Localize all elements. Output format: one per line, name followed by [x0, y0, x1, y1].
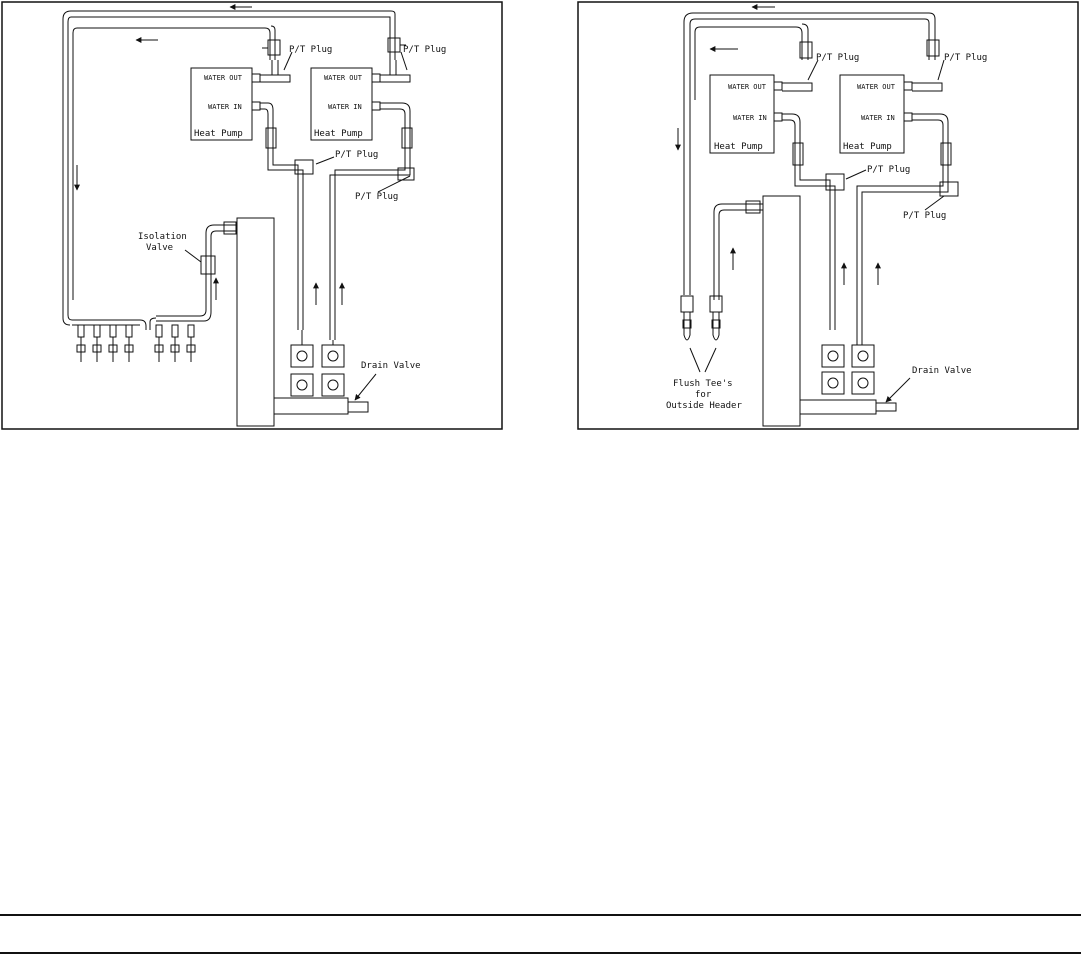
left-hp1-water-in-label: WATER IN — [208, 103, 242, 111]
left-valve-top-1 — [262, 39, 281, 56]
right-leader-flush-2 — [704, 347, 717, 373]
left-isolation-valve — [200, 255, 216, 275]
right-center-tee — [825, 173, 845, 191]
right-hp2-water-in-label: WATER IN — [861, 114, 895, 122]
left-center-tee — [294, 159, 314, 175]
left-isolation-fitting — [223, 221, 237, 235]
left-pt-plug-4-label: P/T Plug — [355, 192, 398, 202]
left-isolation-label-2: Valve — [146, 243, 173, 253]
left-manifold-drops — [76, 324, 196, 362]
left-hp2-out-tee — [380, 60, 411, 83]
right-right-tee — [939, 181, 959, 197]
right-return-pipe-inner — [689, 18, 930, 295]
right-bottom-header — [799, 399, 877, 415]
left-drain-pipe — [348, 401, 369, 413]
right-valve-top-2 — [926, 39, 940, 57]
left-leader-pt1 — [283, 51, 293, 71]
left-leader-isolation — [184, 249, 202, 263]
right-hp2-out-tee — [912, 82, 943, 92]
right-leader-pt4 — [924, 195, 945, 211]
right-hp2-water-out-label: WATER OUT — [857, 83, 896, 91]
left-pt-plug-2-label: P/T Plug — [403, 45, 446, 55]
left-hp-connectors — [251, 73, 381, 111]
right-diagram — [577, 1, 1079, 430]
right-pt-plug-3-label: P/T Plug — [867, 165, 910, 175]
left-valve-in-1 — [265, 127, 277, 149]
right-hp1-title: Heat Pump — [714, 142, 763, 152]
left-header-block — [236, 217, 275, 427]
right-flush-tees-label-1: Flush Tee's — [673, 379, 733, 389]
left-manifold — [72, 317, 157, 330]
right-hp1-in-pipe — [782, 113, 836, 330]
left-diagram — [1, 1, 503, 430]
right-header-block — [762, 195, 801, 427]
right-leader-drain — [885, 377, 911, 403]
right-valve-top-1 — [799, 41, 813, 59]
left-valve-top-2 — [387, 37, 406, 53]
left-leader-pt4 — [377, 175, 411, 193]
left-balancing-valves — [290, 330, 345, 397]
right-pt-plug-4-label: P/T Plug — [903, 211, 946, 221]
right-hp1-water-out-label: WATER OUT — [728, 83, 767, 91]
right-hp-connectors — [773, 81, 913, 122]
left-pipe-hp1-out-outer — [72, 27, 271, 300]
left-return-pipe-inner — [67, 16, 391, 321]
right-hp1-out-tee — [782, 82, 813, 92]
right-drain-pipe — [876, 402, 897, 412]
right-leader-flush-1 — [689, 347, 701, 373]
footer-rule-bottom — [0, 952, 1081, 954]
left-leader-drain — [354, 373, 377, 401]
right-diagram-frame — [577, 1, 1079, 430]
right-leader-pt2 — [937, 59, 945, 81]
left-valve-in-2 — [401, 127, 413, 149]
right-valve-in-2 — [940, 142, 952, 166]
right-pt-plug-2-label: P/T Plug — [944, 53, 987, 63]
left-diagram-frame — [1, 1, 503, 430]
right-flush-tees — [680, 295, 723, 341]
footer-rule-top — [0, 914, 1081, 916]
left-hp2-water-in-label: WATER IN — [328, 103, 362, 111]
right-drain-valve-label: Drain Valve — [912, 366, 972, 376]
left-bottom-header — [273, 397, 349, 415]
left-drain-valve-label: Drain Valve — [361, 361, 421, 371]
right-hp2-title: Heat Pump — [843, 142, 892, 152]
right-balancing-valves — [821, 344, 875, 395]
right-flush-tees-label-3: Outside Header — [666, 401, 742, 411]
left-right-tee — [397, 167, 415, 181]
left-hp2-water-out-label: WATER OUT — [324, 74, 363, 82]
left-isolation-label-1: Isolation — [138, 232, 187, 242]
right-pipe-hp1-out — [694, 23, 809, 100]
left-pt-plug-3-label: P/T Plug — [335, 150, 378, 160]
left-hp1-title: Heat Pump — [194, 129, 243, 139]
left-hp1-in-pipe — [260, 102, 304, 330]
right-hp1-water-in-label: WATER IN — [733, 114, 767, 122]
right-return-pipe-outer — [683, 12, 936, 295]
right-flush-fitting — [745, 200, 761, 214]
right-flush-tees-label-2: for — [695, 390, 712, 400]
right-valve-in-1 — [792, 142, 804, 166]
right-flush-pipe — [713, 203, 763, 300]
right-leader-pt1 — [807, 59, 819, 81]
left-hp2-title: Heat Pump — [314, 129, 363, 139]
left-leader-pt2 — [400, 51, 408, 71]
right-pt-plug-1-label: P/T Plug — [816, 53, 859, 63]
right-leader-pt3 — [845, 169, 867, 180]
left-hp1-water-out-label: WATER OUT — [204, 74, 243, 82]
left-pipe-hp1-out-inner — [270, 25, 276, 60]
left-return-pipe-outer — [62, 10, 396, 326]
left-leader-pt3 — [315, 156, 335, 165]
right-hp2-in-pipe — [856, 113, 949, 345]
left-pt-plug-1-label: P/T Plug — [289, 45, 332, 55]
left-hp1-out-tee — [260, 60, 291, 83]
